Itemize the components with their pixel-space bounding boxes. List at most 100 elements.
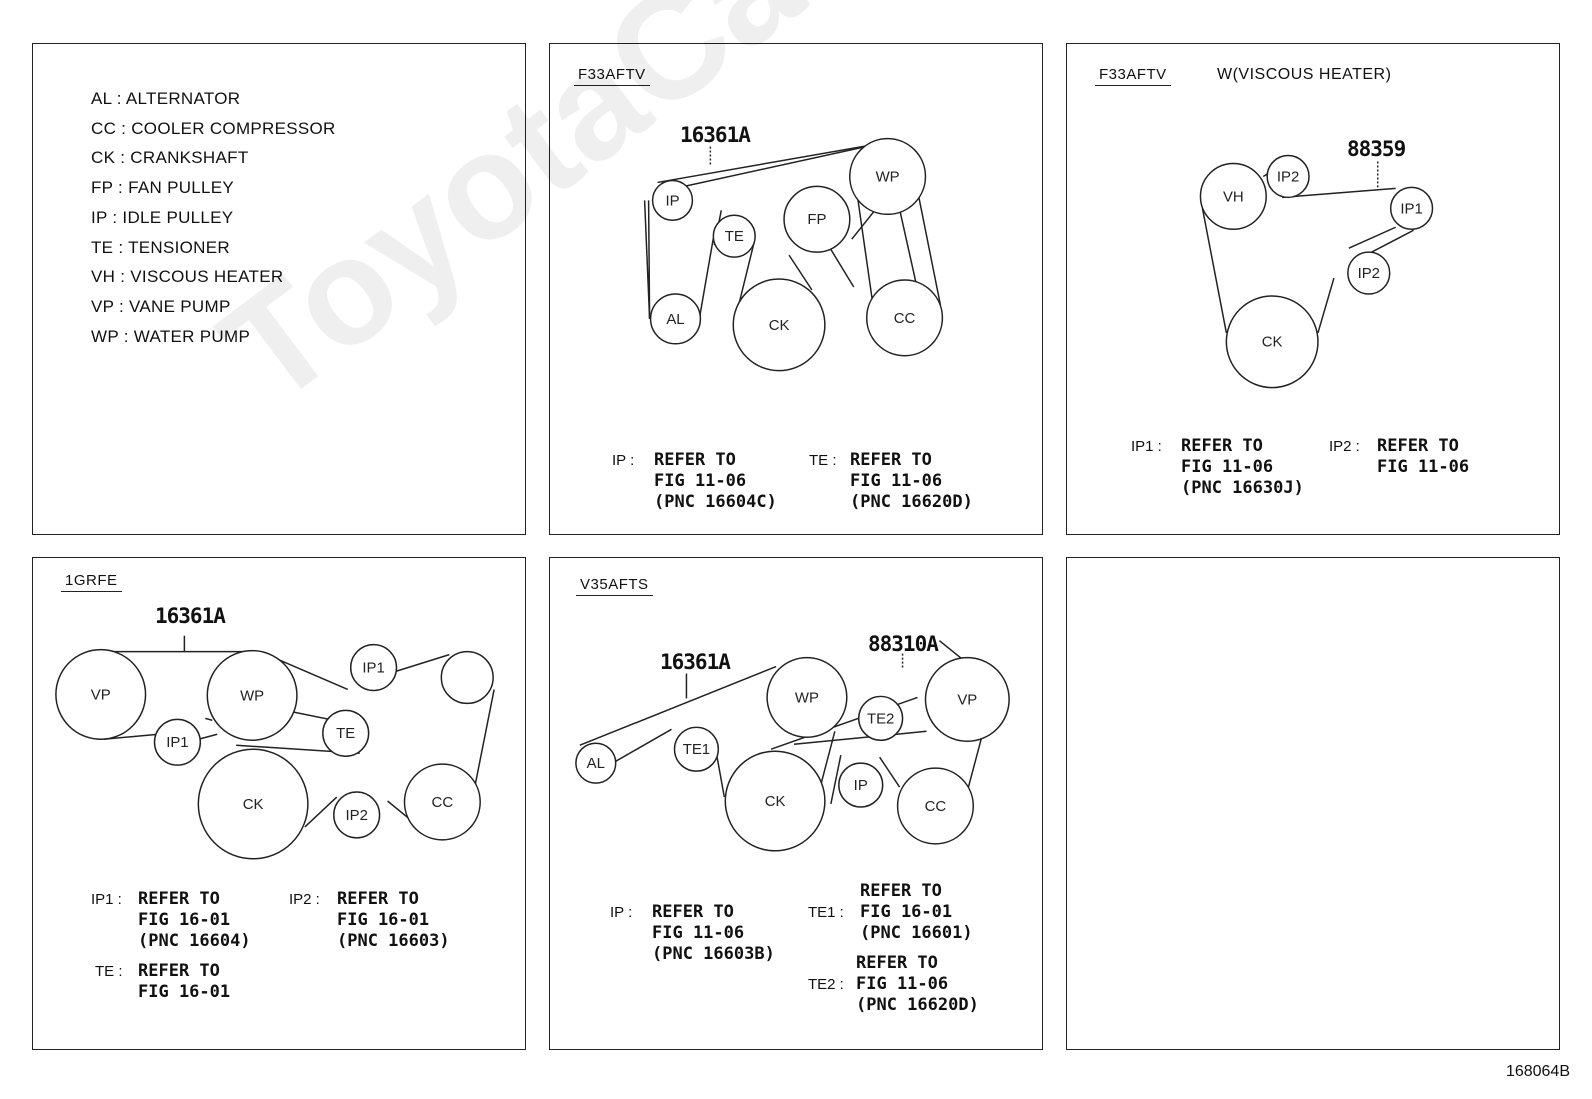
- note-ip1-text: FIG 11-06: [1181, 457, 1274, 477]
- pulley-label: CC: [894, 310, 916, 327]
- pulley-label: CC: [432, 794, 454, 811]
- note-te-text: FIG 16-01: [138, 982, 231, 1002]
- pulley-label: IP1: [1400, 200, 1422, 217]
- pulley-al: [575, 742, 617, 784]
- model-label: 1GRFE: [61, 572, 122, 592]
- legend-panel: AL : ALTERNATOR CC : COOLER COMPRESSOR C…: [32, 43, 526, 535]
- pulley-wp: [766, 656, 848, 739]
- note-ip2-text: REFER TO: [337, 889, 419, 909]
- pulley-vp: [55, 648, 147, 741]
- note-te-text: REFER TO: [138, 961, 220, 981]
- pulley-fp: [783, 185, 851, 253]
- pulley-ck: [732, 278, 826, 372]
- legend-item: IP : IDLE PULLEY: [91, 207, 234, 227]
- legend-item: AL : ALTERNATOR: [91, 89, 241, 108]
- note-ip2: IP2 :: [289, 891, 320, 908]
- pulley-ip1: [153, 718, 202, 766]
- pulley-wp: [849, 137, 927, 216]
- note-te-text: (PNC 16620D): [850, 492, 973, 512]
- pulley-ip: [838, 762, 884, 808]
- pulley-label: CK: [243, 796, 264, 813]
- note-ip-text: FIG 11-06: [654, 471, 747, 491]
- pulley-vp: [924, 656, 1010, 743]
- pulley-label: TE: [336, 725, 355, 742]
- note-te2-text: (PNC 16620D): [856, 995, 979, 1015]
- empty-panel: [1066, 557, 1560, 1050]
- note-te-text: FIG 11-06: [850, 471, 943, 491]
- pulley-label: WP: [795, 689, 819, 706]
- note-ip: IP :: [612, 452, 635, 469]
- note-ip2-text: FIG 16-01: [337, 910, 430, 930]
- legend-item: CC : COOLER COMPRESSOR: [91, 118, 336, 138]
- note-ip: IP :: [610, 904, 633, 921]
- part-number: 16361A: [155, 604, 226, 628]
- pulley-wp: [206, 649, 298, 742]
- note-ip2-text: REFER TO: [1377, 436, 1459, 456]
- pulley-label: IP: [665, 192, 679, 209]
- part-number: 88310A: [868, 632, 939, 656]
- note-ip1-text: REFER TO: [1181, 436, 1263, 456]
- part-number: 16361A: [660, 650, 731, 674]
- note-te2-text: FIG 11-06: [856, 974, 949, 994]
- note-te: TE :: [809, 452, 837, 469]
- pulley-ip: [651, 179, 694, 222]
- note-te: TE :: [95, 963, 123, 980]
- pulley-cc: [865, 279, 944, 357]
- note-ip1-text: FIG 16-01: [138, 910, 231, 930]
- pulley-label: IP2: [1277, 168, 1299, 185]
- note-ip2-text: (PNC 16603): [337, 931, 450, 951]
- note-ip-text: FIG 11-06: [652, 923, 745, 943]
- diagram-panel-v35afts: AL TE1 WP TE2 VP CK IP CC V35AFTS 16361A…: [549, 557, 1043, 1050]
- pulley-label: FP: [807, 211, 826, 228]
- pulley-label: TE2: [867, 710, 894, 727]
- pulley-label: IP: [854, 777, 868, 794]
- pulley-te: [322, 709, 370, 757]
- pulley-te1: [673, 726, 720, 772]
- legend-item: TE : TENSIONER: [91, 237, 230, 257]
- pulley-ip2: [333, 791, 381, 839]
- pulley-label: IP1: [166, 734, 188, 751]
- part-number: 16361A: [680, 123, 751, 147]
- belt-diagram: AL TE1 WP TE2 VP CK IP CC: [575, 640, 1010, 852]
- pulley-cc: [896, 767, 975, 845]
- pulley-ck: [1225, 295, 1319, 389]
- pulley-label: VP: [91, 686, 111, 703]
- pulley-label: CK: [765, 793, 786, 810]
- model-label: V35AFTS: [576, 576, 653, 596]
- belt-diagram: IP TE FP WP AL CK CC: [643, 137, 944, 372]
- legend-item: FP : FAN PULLEY: [91, 178, 235, 198]
- legend-item: WP : WATER PUMP: [91, 326, 251, 346]
- pulley-label: IP1: [362, 659, 384, 676]
- diagram-panel-f33aftv: IP TE FP WP AL CK CC F33AFTV 16361A IP :…: [549, 43, 1043, 535]
- note-te2: TE2 :: [808, 976, 844, 993]
- model-label: F33AFTV: [1095, 66, 1171, 86]
- pulley-label: CK: [1262, 334, 1283, 351]
- diagram-panel-1grfe: VP WP IP1 IP1 TE CK IP2 CC 1GRFE 16361A …: [32, 557, 526, 1050]
- pulley-label: AL: [666, 311, 684, 328]
- note-ip2-text: FIG 11-06: [1377, 457, 1470, 477]
- note-ip1: IP1 :: [1131, 438, 1162, 455]
- note-ip-text: REFER TO: [654, 450, 736, 470]
- note-ip1-text: (PNC 16630J): [1181, 478, 1304, 498]
- pulley-te2: [857, 695, 904, 742]
- pulley-ip1: [349, 643, 398, 692]
- note-te1-text: REFER TO: [860, 881, 942, 901]
- part-number: 88359: [1347, 137, 1406, 161]
- pulley-label: IP2: [345, 807, 367, 824]
- pulley-cc: [403, 763, 481, 841]
- pulley-label: VH: [1223, 188, 1244, 205]
- note-te-text: REFER TO: [850, 450, 932, 470]
- note-te1: TE1 :: [808, 904, 844, 921]
- pulley-al: [649, 293, 702, 345]
- note-te2-text: REFER TO: [856, 953, 938, 973]
- pulley-label: WP: [876, 168, 900, 185]
- diagram-panel-f33aftv-viscous-heater: VH IP2 IP1 IP2 CK F33AFTV W(VISCOUS HEAT…: [1066, 43, 1560, 535]
- note-te1-text: (PNC 16601): [860, 923, 973, 943]
- note-ip1-text: REFER TO: [138, 889, 220, 909]
- note-ip-text: REFER TO: [652, 902, 734, 922]
- belt-diagram: VP WP IP1 IP1 TE CK IP2 CC: [55, 635, 495, 860]
- pulley-label: CK: [769, 317, 790, 334]
- model-label: F33AFTV: [574, 66, 650, 86]
- pulley-label: IP2: [1358, 265, 1380, 282]
- legend-item: VP : VANE PUMP: [91, 296, 231, 316]
